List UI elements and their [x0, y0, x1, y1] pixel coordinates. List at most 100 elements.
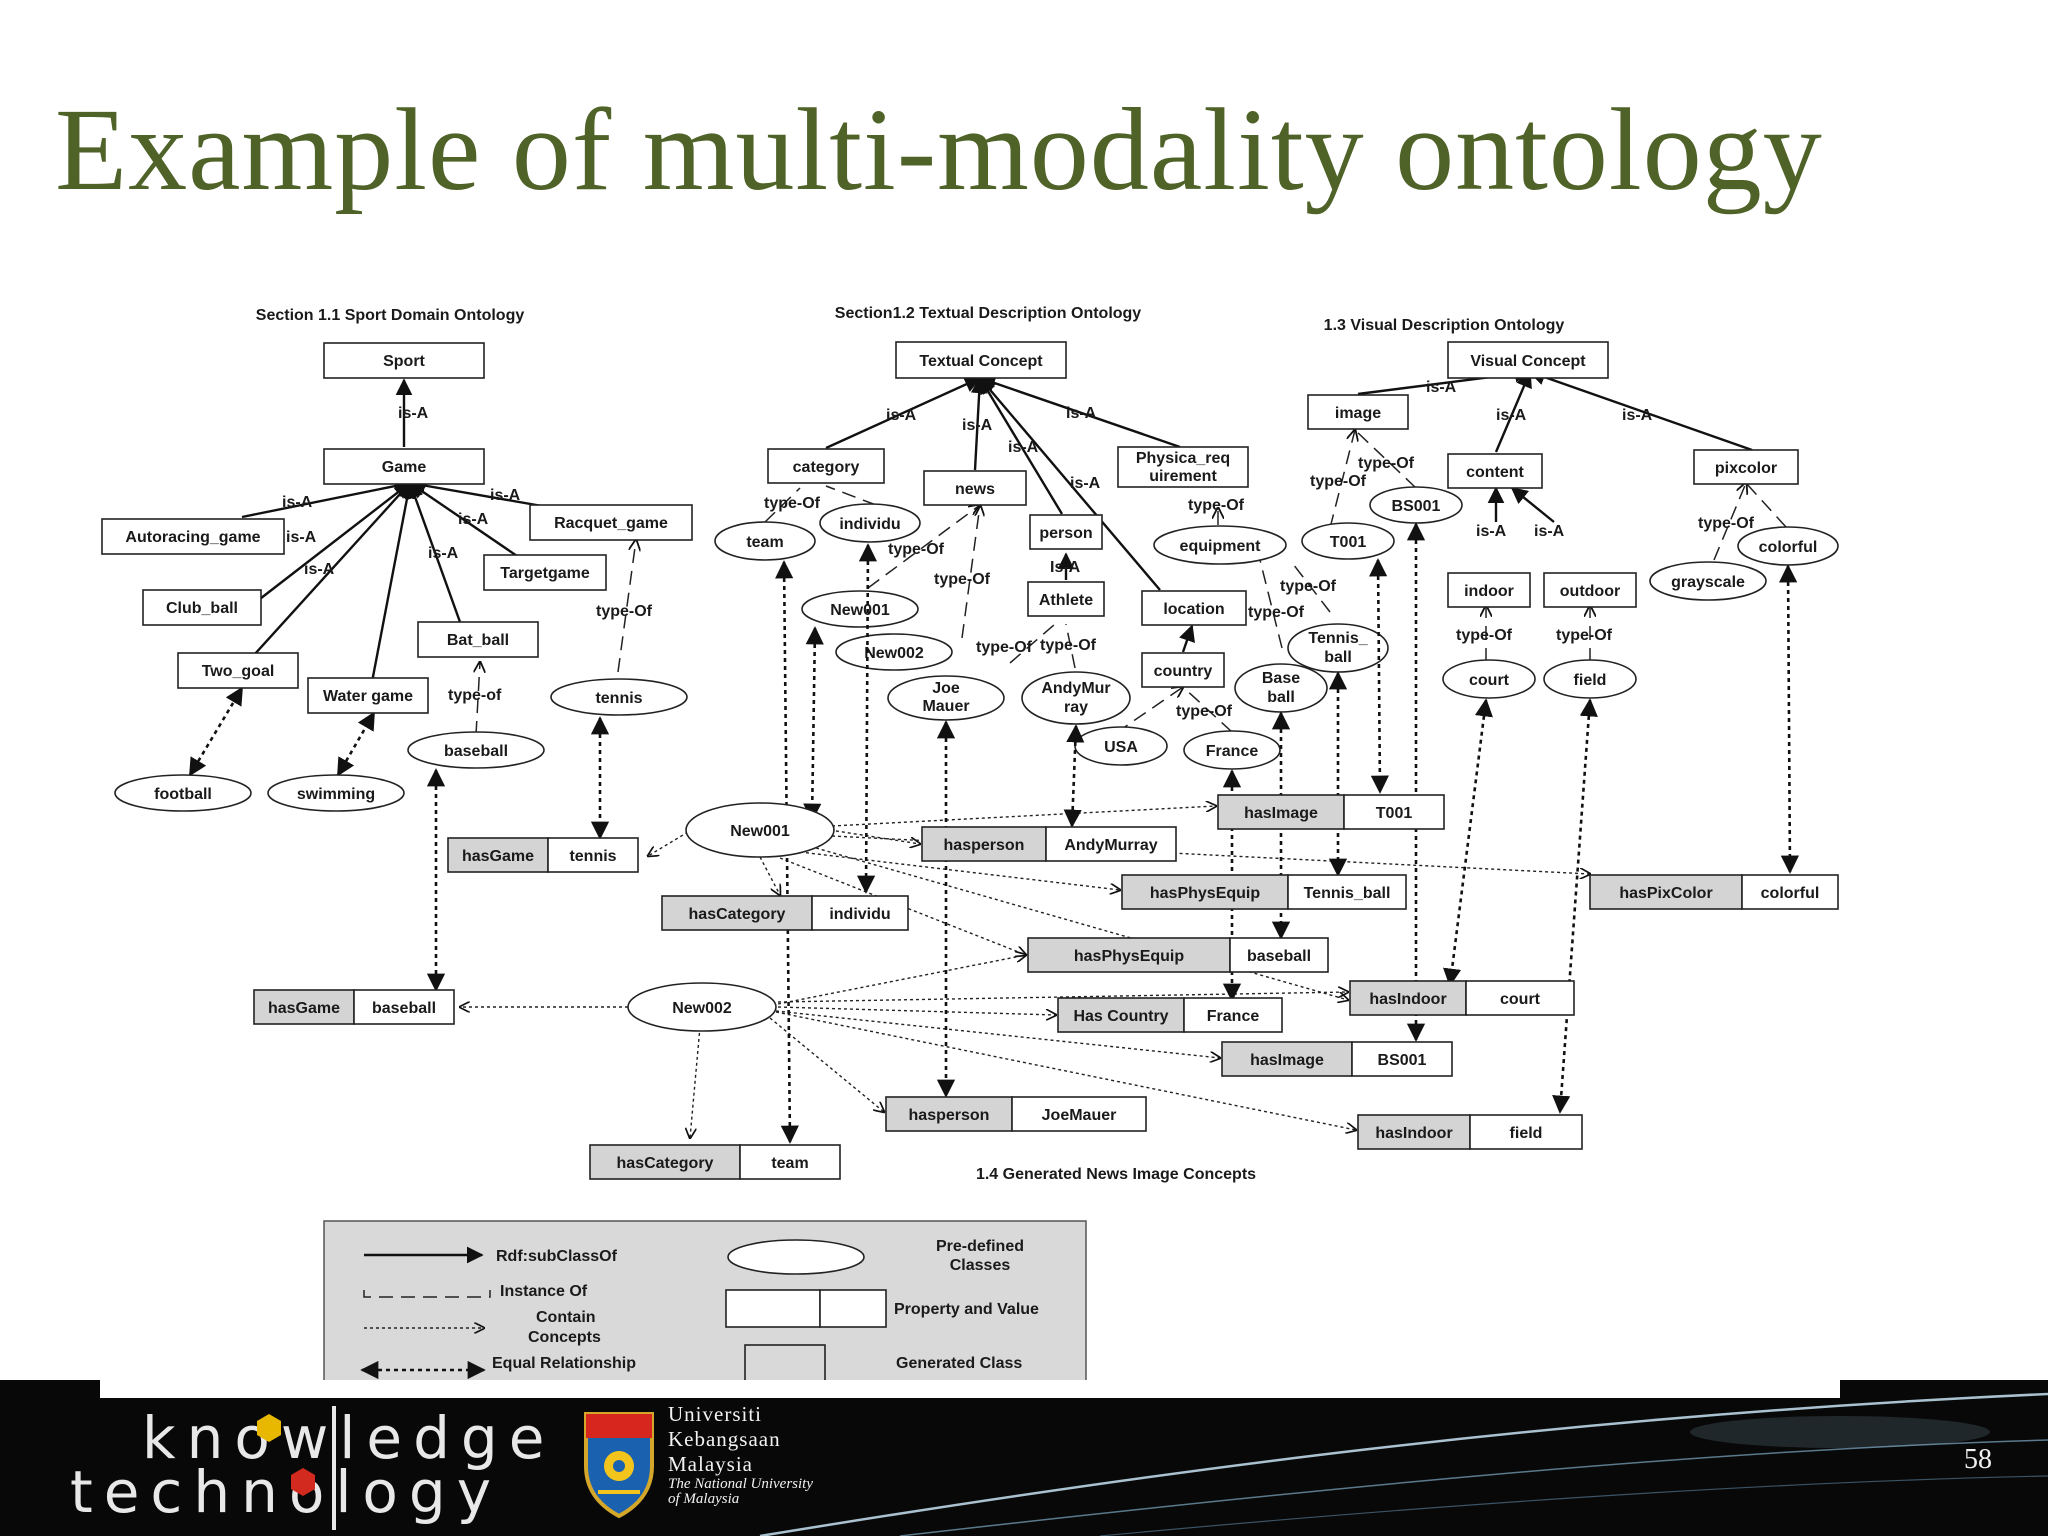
isa-label: is-A: [398, 405, 429, 422]
legend-property-value-label: Property and Value: [894, 1301, 1039, 1318]
indoor-node: [1447, 572, 1531, 608]
club-ball-node: [142, 589, 262, 626]
legend-contain-label-cont: Concepts: [528, 1329, 601, 1346]
value-label: AndyMurray: [1064, 837, 1157, 854]
base-ball-label-cont: ball: [1267, 689, 1295, 706]
footer-swoosh: [759, 1392, 2048, 1536]
usa-label: USA: [1104, 739, 1138, 756]
value-box: [353, 989, 455, 1025]
property-label: hasPixColor: [1619, 885, 1712, 902]
legend-generated-box: [744, 1344, 826, 1382]
andy-murray-node: [1021, 671, 1131, 725]
property-value-pair: hasPixColor colorful: [1589, 874, 1839, 910]
sport-label: Sport: [383, 353, 425, 370]
isa-label: Is-A: [1050, 559, 1081, 576]
country-node: [1141, 652, 1225, 688]
isa-label: is-A: [886, 407, 917, 424]
ukm-line-3: Malaysia: [668, 1452, 753, 1476]
value-label: court: [1500, 991, 1541, 1008]
type-of-label: type-Of: [596, 603, 653, 620]
value-label: baseball: [1247, 948, 1311, 965]
new002-generated-node: [627, 982, 777, 1032]
property-label: Has Country: [1073, 1008, 1168, 1025]
visual-concept-label: Visual Concept: [1470, 353, 1586, 370]
type-of-label: type-Of: [1188, 497, 1245, 514]
swimming-node: [267, 774, 405, 812]
indoor-label: indoor: [1464, 583, 1514, 600]
section-1-3: 1.3 Visual Description Ontology is-A is-…: [1301, 317, 1839, 699]
section-1-4: 1.4 Generated News Image Concepts New001…: [253, 522, 1839, 1183]
individu-label: individu: [839, 516, 900, 533]
image-label: image: [1335, 405, 1381, 422]
sport-node: [323, 342, 485, 379]
autoracing-game-label: Autoracing_game: [125, 529, 260, 546]
isa-label: is-A: [1008, 439, 1039, 456]
country-label: country: [1154, 663, 1213, 680]
athlete-label: Athlete: [1039, 592, 1093, 609]
property-box: [1221, 1041, 1353, 1077]
footer-bar: [0, 1380, 2048, 1536]
outdoor-label: outdoor: [1560, 583, 1620, 600]
section-1-1: Section 1.1 Sport Domain Ontology is-A i…: [101, 307, 693, 812]
ukm-line-1: Universiti: [668, 1402, 762, 1426]
value-label: colorful: [1761, 885, 1820, 902]
isa-label: is-A: [1496, 407, 1527, 424]
hexagon-yellow-icon: [257, 1414, 281, 1442]
property-label: hasCategory: [617, 1155, 714, 1172]
isa-label: is-A: [458, 511, 489, 528]
value-box: [1465, 980, 1575, 1016]
racquet-game-node: [529, 504, 693, 541]
legend-ellipse: [727, 1239, 865, 1275]
value-box: [1351, 1041, 1453, 1077]
ukm-wordmark: Universiti Kebangsaan Malaysia The Natio…: [668, 1402, 813, 1507]
field-class-node: [1543, 659, 1637, 699]
value-label: Tennis_ball: [1304, 885, 1391, 902]
grayscale-node: [1649, 561, 1767, 601]
colorful-class-label: colorful: [1759, 539, 1818, 556]
type-of-label: type-Of: [1176, 703, 1233, 720]
game-node: [323, 448, 485, 485]
isa-label: is-A: [1476, 523, 1507, 540]
property-box: [1121, 874, 1289, 910]
tennis-ball-label-cont: ball: [1324, 649, 1352, 666]
property-label: hasPhysEquip: [1150, 885, 1260, 902]
outdoor-node: [1543, 572, 1637, 608]
knowledge-technology-logo-line1: knowledge: [142, 1404, 556, 1472]
legend-instance-line: [363, 1290, 491, 1298]
ukm-line-2: Kebangsaan: [668, 1427, 781, 1451]
physical-requirement-label: Physica_req: [1136, 450, 1230, 467]
ukm-crest-icon: [584, 1412, 654, 1519]
t001-class-node: [1301, 522, 1395, 560]
news-node: [923, 470, 1027, 506]
legend-instance-label: Instance Of: [500, 1283, 588, 1300]
property-label: hasIndoor: [1375, 1125, 1452, 1142]
swimming-label: swimming: [297, 786, 375, 803]
value-label: tennis: [569, 848, 616, 865]
targetgame-node: [483, 554, 607, 591]
property-label: hasCategory: [689, 906, 786, 923]
football-label: football: [154, 786, 212, 803]
property-label: hasperson: [909, 1107, 990, 1124]
value-box: [1741, 874, 1839, 910]
property-box: [1027, 937, 1231, 973]
property-box: [447, 837, 549, 873]
new002-class-label: New002: [864, 645, 924, 662]
ukm-tagline-2: of Malaysia: [668, 1491, 740, 1507]
joe-mauer-label-cont: Mauer: [922, 698, 969, 715]
type-of-label: type-Of: [1556, 627, 1613, 644]
type-of-label: type-Of: [1280, 578, 1337, 595]
new001-generated-node: [685, 802, 835, 858]
type-of-label: type-Of: [1698, 515, 1755, 532]
property-box: [921, 826, 1047, 862]
type-of-label: type-Of: [1248, 604, 1305, 621]
type-of-label: type-Of: [934, 571, 991, 588]
physical-requirement-node: [1117, 446, 1249, 488]
property-label: hasImage: [1244, 805, 1318, 822]
content-node: [1447, 453, 1543, 489]
property-box: [1589, 874, 1743, 910]
individu-node: [819, 503, 921, 543]
